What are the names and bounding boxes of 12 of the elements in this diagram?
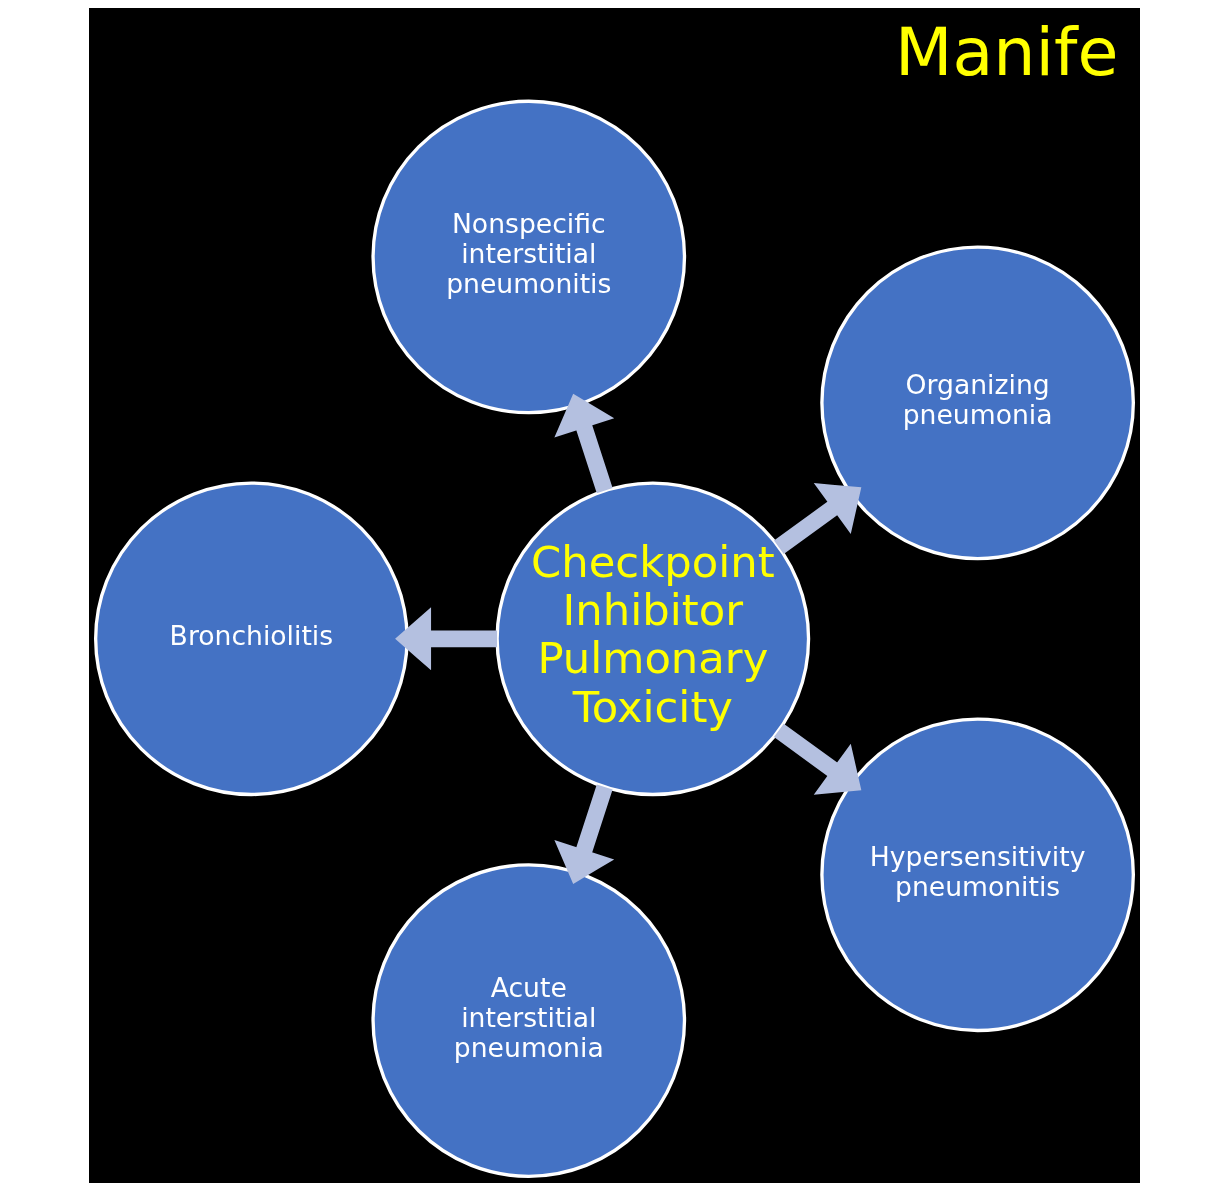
diagram-title: Manife [895, 12, 1119, 91]
arrow [554, 784, 615, 884]
node-circle: Checkpoint Inhibitor Pulmonary Toxicity [495, 481, 811, 797]
arrow [773, 483, 862, 554]
node-circle: Hypersensitivity pneumonitis [820, 717, 1135, 1033]
arrow [554, 393, 615, 494]
node-circle: Organizing pneumonia [820, 245, 1135, 561]
node-circle: Acute interstitial pneumonia [371, 863, 687, 1178]
node-circle: Bronchiolitis [94, 481, 409, 797]
arrow [395, 607, 498, 671]
arrow [773, 723, 862, 795]
node-circle: Nonspecific interstitial pneumonitis [371, 99, 687, 415]
